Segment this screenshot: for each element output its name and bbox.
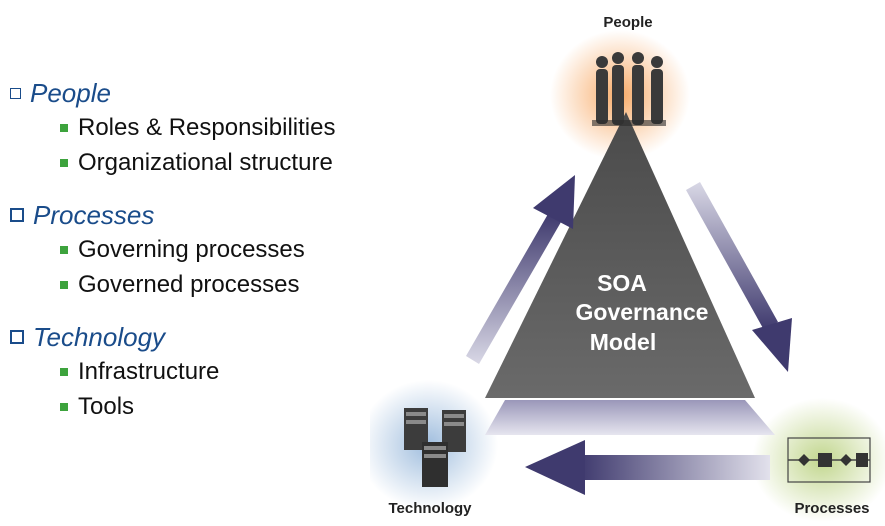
checkbox-bullet-icon — [10, 330, 24, 344]
pyramid — [485, 112, 755, 398]
bullet-heading-text: Processes — [33, 199, 155, 230]
checkbox-bullet-icon — [10, 208, 24, 222]
center-title-line-3: Model — [590, 329, 656, 355]
square-bullet-icon — [60, 123, 68, 132]
list-item-text: Tools — [78, 392, 135, 420]
list-item-text: Governing processes — [78, 235, 305, 263]
bullet-heading-people: People — [8, 76, 408, 110]
bullet-heading-technology: Technology — [8, 320, 408, 354]
square-bullet-icon — [60, 402, 68, 411]
list-item-text: Roles & Responsibilities — [78, 113, 336, 141]
bullet-heading-text: Technology — [33, 321, 166, 352]
list-item: Governed processes — [8, 267, 408, 302]
list-item-text: Governed processes — [78, 270, 300, 298]
technology-label: Technology — [388, 500, 472, 517]
center-title-line-1: SOA — [597, 270, 647, 296]
process-flow-icon — [787, 437, 871, 483]
list-item-text: Organizational structure — [78, 148, 333, 176]
list-item: Tools — [8, 389, 408, 424]
arrow-up-left-icon — [466, 175, 575, 364]
soa-governance-diagram: People Technology Processes SOA Governan… — [370, 14, 885, 522]
square-bullet-icon — [60, 280, 68, 289]
checkbox-bullet-icon — [10, 87, 21, 99]
list-item: Governing processes — [8, 232, 408, 267]
sub-list: Infrastructure Tools — [8, 354, 408, 424]
square-bullet-icon — [60, 158, 68, 167]
list-item: Infrastructure — [8, 354, 408, 389]
bullet-group-technology: Technology Infrastructure Tools — [8, 320, 408, 424]
bullet-group-people: People Roles & Responsibilities Organiza… — [8, 76, 408, 180]
bullet-group-processes: Processes Governing processes Governed p… — [8, 198, 408, 302]
processes-label: Processes — [794, 500, 869, 517]
sub-list: Governing processes Governed processes — [8, 232, 408, 302]
bullet-heading-processes: Processes — [8, 198, 408, 232]
people-silhouette-icon — [592, 52, 666, 126]
list-item: Roles & Responsibilities — [8, 110, 408, 145]
list-item: Organizational structure — [8, 145, 408, 180]
bullet-heading-text: People — [30, 77, 111, 108]
slide-title-fragment — [118, 0, 138, 4]
list-item-text: Infrastructure — [78, 357, 220, 385]
servers-icon — [404, 408, 466, 487]
center-title-line-2: Governance — [576, 299, 709, 325]
pyramid-base — [485, 400, 775, 435]
square-bullet-icon — [60, 367, 68, 376]
bullet-list: People Roles & Responsibilities Organiza… — [8, 76, 408, 442]
people-label: People — [603, 14, 652, 31]
arrow-down-right-icon — [686, 182, 792, 372]
sub-list: Roles & Responsibilities Organizational … — [8, 110, 408, 180]
arrow-left-icon — [525, 440, 770, 495]
square-bullet-icon — [60, 245, 68, 254]
